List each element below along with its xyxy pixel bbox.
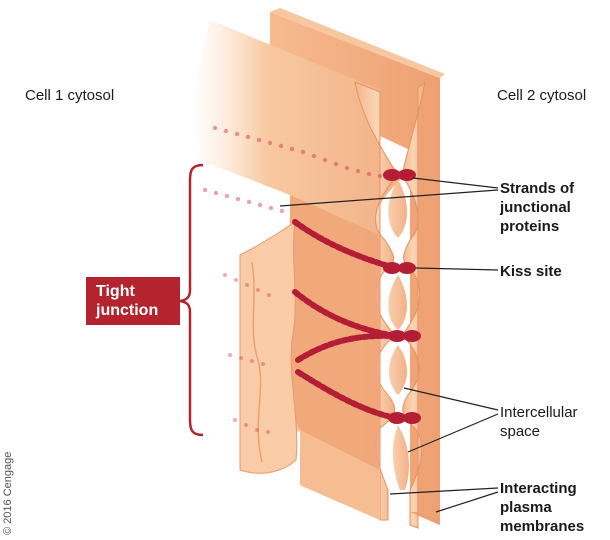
tight-junction-label: Tight junction [86, 277, 180, 325]
cell2-cytosol-label: Cell 2 cytosol [497, 87, 586, 104]
tight-junction-label-line: junction [96, 301, 180, 320]
tight-junction-label-line: Tight [96, 282, 180, 301]
intercellular-space-pocket [393, 425, 409, 490]
leader-membranes [390, 488, 498, 494]
strands-label-line: junctional [500, 198, 574, 217]
intercellular-label-line: Intercellular [500, 403, 578, 422]
cell1-cytosol-label: Cell 1 cytosol [25, 87, 114, 104]
kiss-site-protein [403, 330, 421, 342]
leader-membranes [436, 492, 498, 512]
strands-label-line: Strands of [500, 179, 574, 198]
membranes-label-line: plasma [500, 498, 584, 517]
intercellular-label-line: space [500, 422, 578, 441]
kiss-site-protein [398, 262, 416, 274]
membranes-label-line: Interacting [500, 479, 584, 498]
membrane-curled-flap [240, 222, 297, 473]
copyright-notice: © 2016 Cengage [2, 452, 14, 535]
tight-junction-bracket [180, 165, 203, 435]
intercellular-space-label: Intercellular space [500, 403, 578, 441]
kiss-site-protein [403, 412, 421, 424]
intercellular-space-pocket [388, 275, 407, 330]
plasma-membranes-label: Interacting plasma membranes [500, 479, 584, 536]
strands-label-line: proteins [500, 217, 574, 236]
kiss-site-protein [398, 169, 416, 181]
kiss-site-label: Kiss site [500, 262, 562, 281]
strands-label: Strands of junctional proteins [500, 179, 574, 236]
membranes-label-line: membranes [500, 517, 584, 536]
